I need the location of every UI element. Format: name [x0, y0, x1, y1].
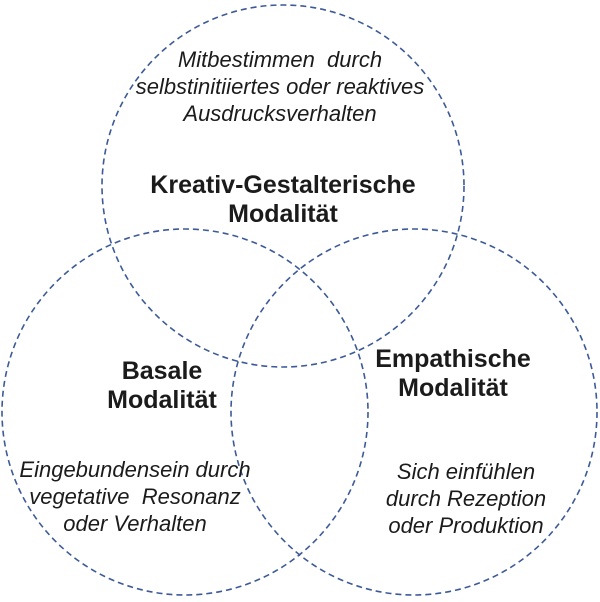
bottom-left-circle-label: Basale Modalität [52, 357, 272, 415]
top-circle-description: Mitbestimmen durch selbstinitiiertes ode… [100, 46, 460, 127]
bottom-left-circle-label-line: Basale [121, 357, 203, 385]
bottom-left-circle-label-line: Modalität [107, 386, 217, 414]
circle-basale-modalitaet [1, 228, 369, 596]
bottom-right-circle-label-line: Modalität [398, 374, 508, 402]
circle-kreativ-gestalterische-modalitaet [101, 4, 465, 368]
circle-empathische-modalitaet [230, 228, 598, 596]
top-circle-description-line: Mitbestimmen durch [177, 47, 383, 72]
bottom-left-circle-description: Eingebundensein durch vegetative Resonan… [0, 456, 270, 537]
top-circle-label-line: Kreativ-Gestalterische [150, 171, 416, 199]
bottom-right-circle-label: Empathische Modalität [343, 345, 563, 403]
top-circle-description-line: Ausdrucksverhalten [183, 101, 377, 126]
bottom-right-circle-label-line: Empathische [375, 345, 531, 373]
bottom-right-circle-description: Sich einfühlen durch Rezeption oder Prod… [346, 458, 586, 539]
bottom-right-circle-description-line: durch Rezeption [385, 486, 547, 511]
bottom-right-circle-description-line: Sich einfühlen [396, 459, 536, 484]
top-circle-label-line: Modalität [228, 200, 338, 228]
bottom-left-circle-description-line: vegetative Resonanz [29, 484, 241, 509]
top-circle-label: Kreativ-Gestalterische Modalität [123, 171, 443, 229]
bottom-left-circle-description-line: Eingebundensein durch [19, 457, 251, 482]
bottom-left-circle-description-line: oder Verhalten [63, 511, 207, 536]
top-circle-description-line: selbstinitiiertes oder reaktives [135, 74, 425, 99]
bottom-right-circle-description-line: oder Produktion [388, 513, 544, 538]
